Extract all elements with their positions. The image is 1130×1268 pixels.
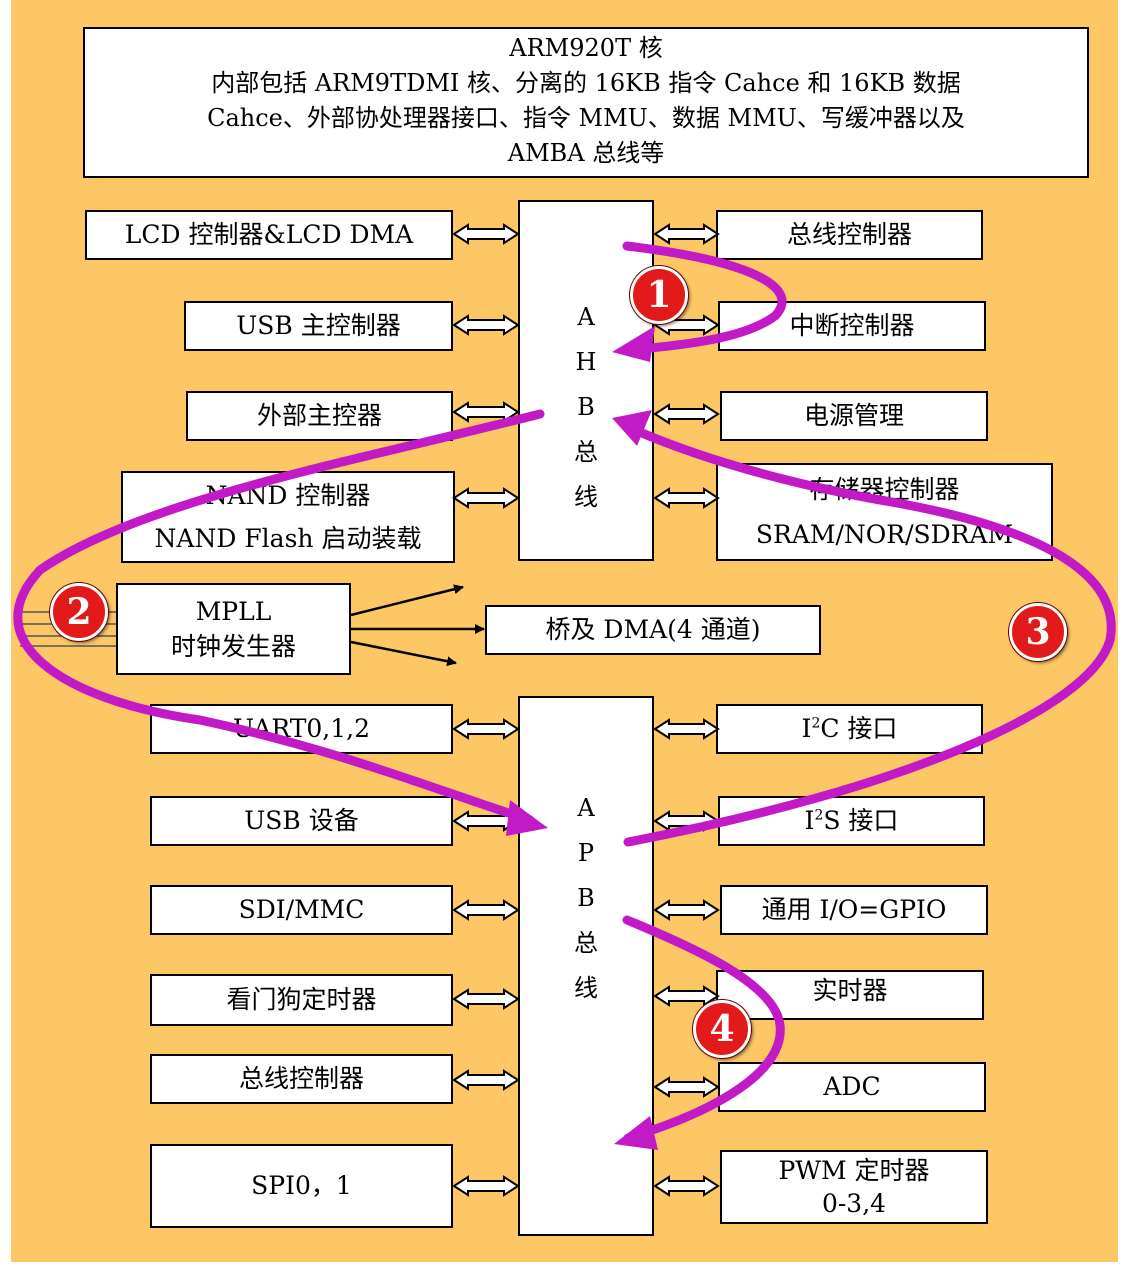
spi-label: SPI0，1 — [251, 1171, 352, 1201]
lcd-controller-box: LCD 控制器&LCD DMA — [85, 210, 453, 260]
interrupt-controller-label: 中断控制器 — [789, 311, 915, 341]
double-arrow-connector — [452, 1175, 520, 1197]
watchdog-timer-label: 看门狗定时器 — [226, 985, 377, 1015]
apb-bus-char: 总 — [574, 929, 598, 957]
i2c-label: I2C 接口 — [801, 714, 898, 744]
apb-bus-controller-box: 总线控制器 — [150, 1054, 453, 1104]
nand-controller-box: NAND 控制器 NAND Flash 启动装载 — [121, 471, 455, 563]
lcd-controller-label: LCD 控制器&LCD DMA — [124, 220, 414, 250]
pwm-timer-box: PWM 定时器 0-3,4 — [720, 1150, 988, 1224]
flow-arrow-2 — [13, 409, 545, 825]
double-arrow-group — [452, 223, 720, 1197]
double-arrow-connector — [653, 403, 720, 425]
interrupt-controller-box: 中断控制器 — [718, 301, 986, 351]
double-arrow-connector — [452, 899, 520, 921]
double-arrow-connector — [653, 718, 720, 740]
flow-arrowhead-2 — [506, 800, 548, 836]
nand-boot-label: NAND Flash 启动装载 — [154, 524, 422, 553]
core-line-4: AMBA 总线等 — [507, 139, 665, 167]
rtc-box: 实时器 — [716, 970, 984, 1020]
nand-controller-label: NAND 控制器 — [205, 480, 371, 510]
gpio-label: 通用 I/O=GPIO — [761, 895, 947, 925]
apb-bus-char: B — [577, 884, 595, 912]
usb-host-controller-box: USB 主控制器 — [184, 301, 453, 351]
flow-arrowhead-1 — [612, 326, 655, 362]
double-arrow-connector — [653, 223, 720, 245]
power-management-label: 电源管理 — [803, 401, 904, 431]
core-line-1: ARM920T 核 — [509, 34, 663, 62]
apb-bus-char: 线 — [574, 974, 598, 1002]
gpio-box: 通用 I/O=GPIO — [720, 885, 988, 935]
mpll-clock-box: MPLL 时钟发生器 — [116, 583, 351, 675]
sdi-mmc-label: SDI/MMC — [238, 895, 365, 925]
ahb-bus-char: 线 — [574, 483, 598, 511]
double-arrow-connector — [653, 1175, 720, 1197]
ahb-bus: A H B 总 线 — [518, 200, 654, 561]
double-arrow-connector — [653, 1076, 720, 1098]
usb-device-box: USB 设备 — [150, 796, 453, 846]
double-arrow-connector — [653, 985, 720, 1007]
flow-arrowhead-4 — [614, 1116, 658, 1150]
ahb-bus-char: 总 — [574, 438, 598, 466]
apb-bus-char: A — [577, 794, 595, 822]
bus-controller-label: 总线控制器 — [786, 220, 912, 250]
pwm-timer-label: PWM 定时器 — [778, 1155, 930, 1185]
step-badge-1: 1 — [630, 266, 688, 324]
mpll-label: MPLL — [195, 596, 272, 626]
double-arrow-connector — [452, 401, 520, 423]
sdi-mmc-box: SDI/MMC — [150, 885, 453, 935]
double-arrow-connector — [653, 899, 720, 921]
core-line-2: 内部包括 ARM9TDMI 核、分离的 16KB 指令 Cahce 和 16KB… — [211, 69, 961, 97]
double-arrow-connector — [452, 223, 520, 245]
power-management-box: 电源管理 — [720, 391, 988, 441]
rtc-label: 实时器 — [812, 976, 888, 1006]
memory-types-label: SRAM/NOR/SDRAM — [755, 520, 1014, 549]
ahb-bus-char: A — [577, 303, 595, 331]
double-arrow-connector — [653, 487, 720, 509]
step-badge-3: 3 — [1009, 603, 1067, 661]
double-arrow-connector — [452, 1069, 520, 1091]
apb-bus-char: P — [577, 839, 595, 867]
usb-device-label: USB 设备 — [244, 806, 359, 836]
flow-arrow-3 — [623, 422, 1116, 847]
double-arrow-connector — [452, 988, 520, 1010]
ahb-bus-char: H — [575, 348, 597, 376]
double-arrow-connector — [452, 314, 520, 336]
flow-arrow-1 — [622, 241, 787, 355]
double-arrow-connector — [452, 718, 520, 740]
flow-arrowhead-3 — [612, 410, 652, 446]
usb-host-label: USB 主控制器 — [236, 311, 401, 341]
watchdog-timer-box: 看门狗定时器 — [150, 974, 453, 1026]
i2s-label: I2S 接口 — [804, 806, 899, 836]
flow-arrow-4 — [622, 915, 785, 1143]
double-arrow-connector — [452, 487, 520, 509]
ahb-bus-char: B — [577, 393, 595, 421]
pwm-channels-label: 0-3,4 — [821, 1189, 887, 1218]
external-master-label: 外部主控器 — [256, 401, 382, 431]
clock-generator-label: 时钟发生器 — [170, 632, 296, 661]
i2s-interface-box: I2S 接口 — [718, 796, 985, 846]
step-badge-4: 4 — [693, 1000, 751, 1058]
bridge-dma-label: 桥及 DMA(4 通道) — [545, 615, 761, 645]
core-line-3: Cahce、外部协处理器接口、指令 MMU、数据 MMU、写缓冲器以及 — [207, 104, 965, 132]
uart-box: UART0,1,2 — [150, 704, 453, 754]
apb-bus-controller-label: 总线控制器 — [238, 1064, 364, 1094]
clock-output-arrows — [350, 584, 485, 667]
spi-box: SPI0，1 — [150, 1144, 453, 1228]
step-badge-2: 2 — [50, 583, 108, 641]
adc-label: ADC — [823, 1072, 881, 1102]
bus-controller-box: 总线控制器 — [716, 210, 983, 260]
bridge-dma-box: 桥及 DMA(4 通道) — [485, 605, 821, 655]
external-master-box: 外部主控器 — [186, 391, 453, 441]
arm920t-core-box: ARM920T 核 内部包括 ARM9TDMI 核、分离的 16KB 指令 Ca… — [83, 27, 1089, 178]
i2c-interface-box: I2C 接口 — [716, 704, 983, 754]
